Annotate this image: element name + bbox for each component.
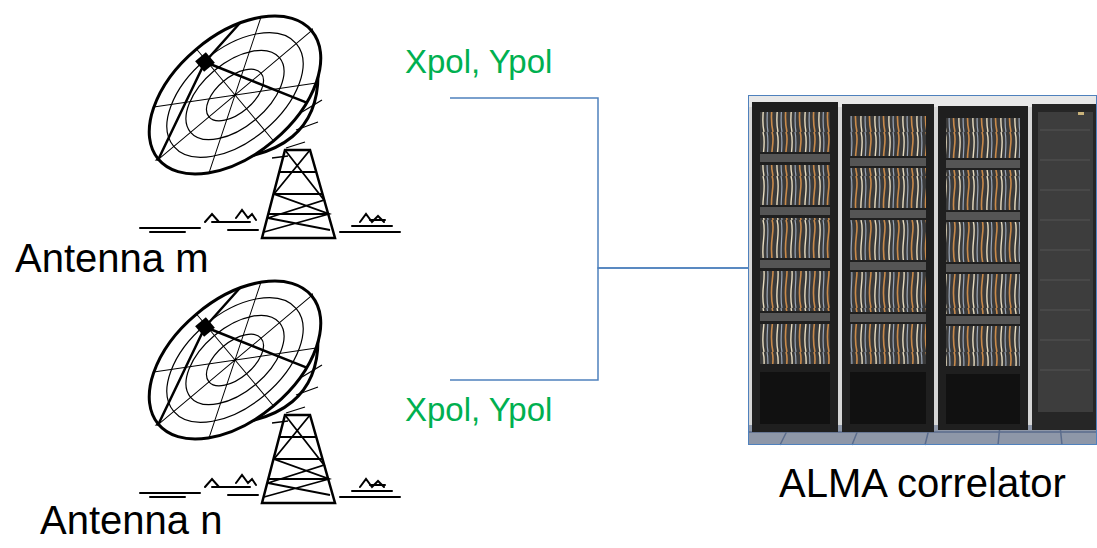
node-label: ALMA correlator bbox=[748, 461, 1097, 505]
correlator-node: ALMA correlator bbox=[748, 95, 1097, 515]
photo-frame bbox=[748, 95, 1097, 445]
node-label: Antenna m bbox=[15, 236, 208, 280]
node-label: Antenna n bbox=[40, 498, 222, 542]
antenna-node: Antenna n bbox=[0, 262, 450, 548]
antenna-node: Antenna m bbox=[0, 0, 450, 290]
polarization-label: Xpol, Ypol bbox=[405, 44, 552, 80]
signal-line bbox=[450, 268, 748, 380]
polarization-label: Xpol, Ypol bbox=[405, 392, 552, 428]
signal-line bbox=[450, 98, 748, 268]
